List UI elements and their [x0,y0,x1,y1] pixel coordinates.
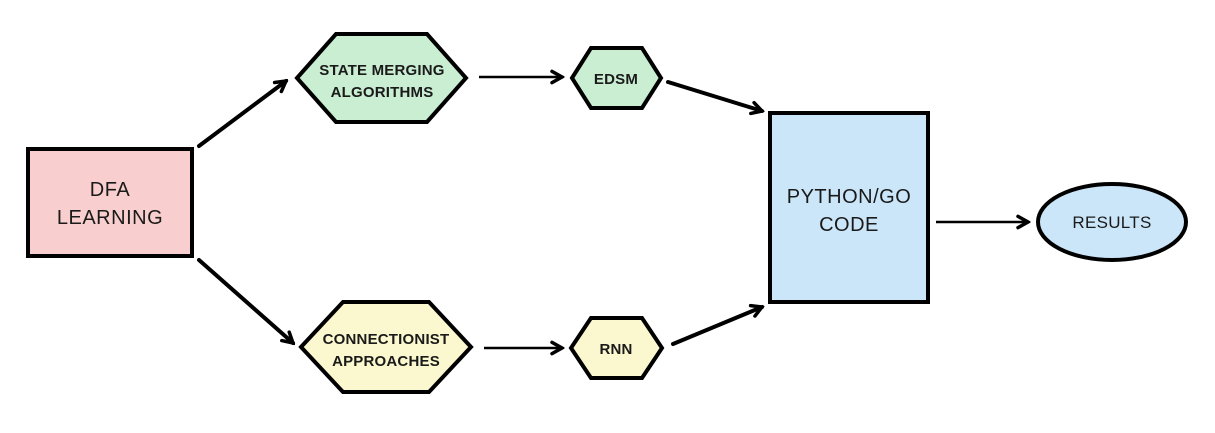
connectionist-label-line2: APPROACHES [332,353,440,370]
rnn-label: RNN [599,341,632,358]
edsm-hexagon [569,46,664,110]
node-results: RESULTS [1036,182,1188,262]
node-python-go-code: PYTHON/GO CODE [768,111,930,304]
connectionist-hexagon [298,300,474,394]
dfa-learning-label-line1: DFA [90,179,131,201]
node-connectionist-approaches: CONNECTIONIST APPROACHES [298,300,474,394]
state-merging-label-line1: STATE MERGING [319,62,444,79]
connectionist-label-line1: CONNECTIONIST [323,331,450,348]
python-go-code-box [768,111,930,304]
dfa-learning-label-line2: LEARNING [57,207,163,229]
results-label: RESULTS [1072,213,1151,232]
dfa-learning-box [26,147,194,258]
node-dfa-learning: DFA LEARNING [26,147,194,258]
results-ellipse [1036,182,1188,262]
flowchart-edges [197,77,1028,348]
arrow-edsm-to-python-go [666,80,762,111]
arrow-dfa-to-state-merging [197,81,286,148]
rnn-hexagon [568,316,665,380]
python-go-code-label-line2: CODE [819,214,879,236]
state-merging-label-line2: ALGORITHMS [331,84,434,101]
edsm-label: EDSM [594,71,638,88]
node-rnn: RNN [568,316,665,380]
node-edsm: EDSM [569,46,664,110]
arrow-rnn-to-python-go [671,307,762,346]
python-go-code-label-line1: PYTHON/GO [787,186,912,208]
node-state-merging-algorithms: STATE MERGING ALGORITHMS [294,32,469,124]
arrow-dfa-to-connectionist [197,258,293,343]
state-merging-hexagon [294,32,469,124]
